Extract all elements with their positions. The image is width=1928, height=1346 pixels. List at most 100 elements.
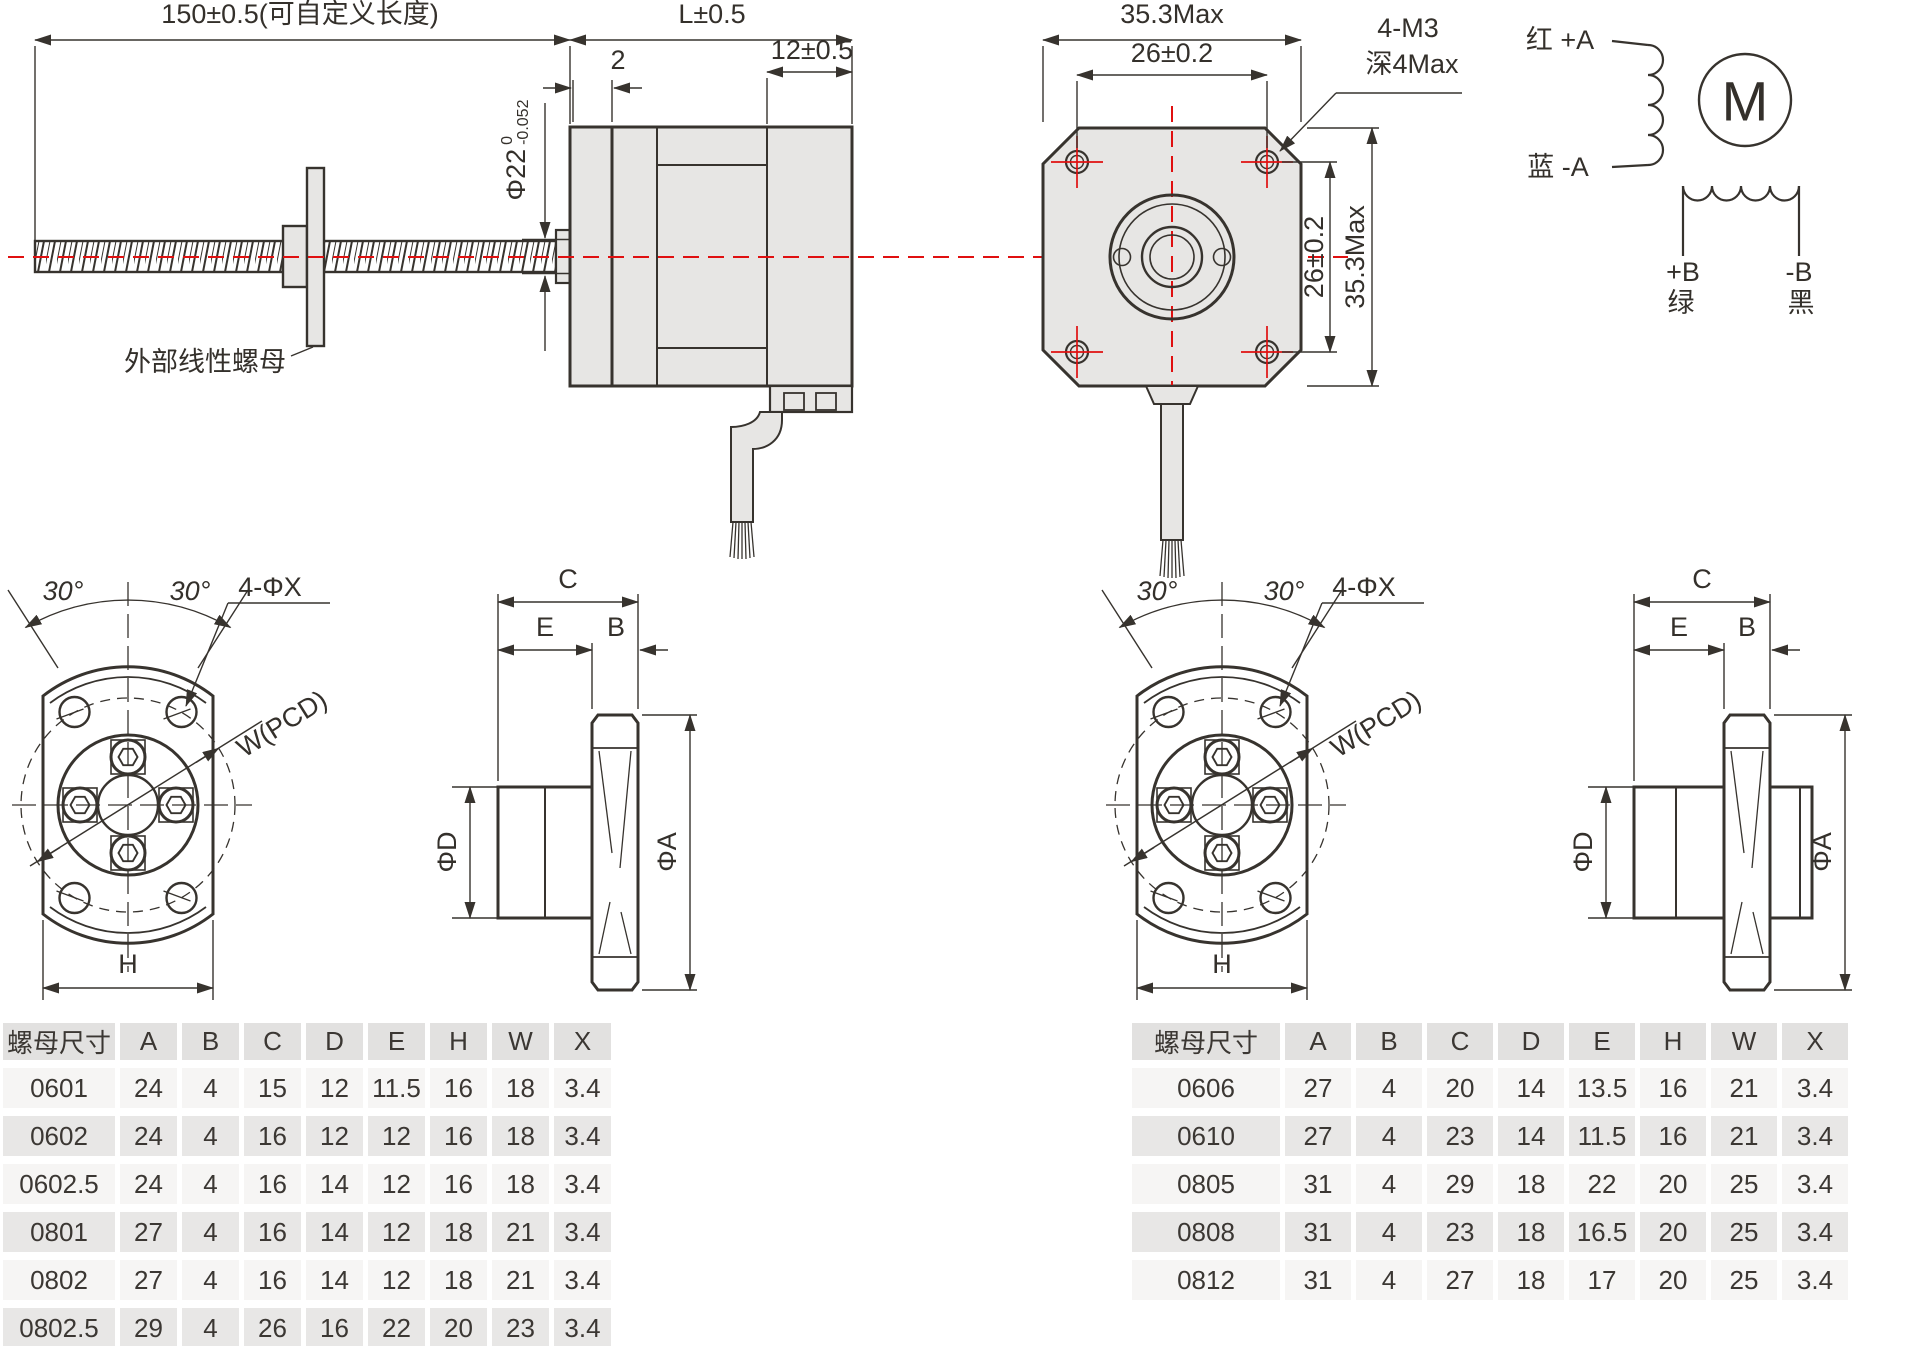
table-cell: 24 (120, 1164, 177, 1204)
table-cell: 16 (244, 1116, 301, 1156)
table-cell: 18 (492, 1116, 549, 1156)
flange-thk-dim-right: B (1737, 611, 1757, 642)
table-cell: 0802 (3, 1260, 115, 1300)
table-cell: 23 (1427, 1212, 1493, 1252)
table-cell: 4 (182, 1212, 239, 1252)
flange-nut-side-view-right (1588, 594, 1852, 992)
external-nut-callout: 外部线性螺母 (124, 346, 286, 377)
table-cell: 0602.5 (3, 1164, 115, 1204)
table-cell: 0808 (1132, 1212, 1280, 1252)
flange-nut-side-view-left (452, 594, 697, 992)
table-header-cell: A (1285, 1023, 1351, 1060)
table-cell: 3.4 (554, 1308, 611, 1346)
table-cell: 3.4 (554, 1164, 611, 1204)
table-cell: 25 (1711, 1164, 1777, 1204)
table-cell: 18 (492, 1164, 549, 1204)
table-cell: 0601 (3, 1068, 115, 1108)
table-cell: 0606 (1132, 1068, 1280, 1108)
body-len-dim-right: E (1669, 611, 1689, 642)
table-cell: 27 (1427, 1260, 1493, 1300)
phase-b-neg-label: -B (1785, 256, 1813, 287)
table-header-cell: X (554, 1023, 611, 1060)
table-cell: 31 (1285, 1164, 1351, 1204)
table-cell: 12 (368, 1164, 425, 1204)
hole-span-h-dim-label: 26±0.2 (1130, 37, 1214, 68)
screw-length-dim-label: 150±0.5(可自定义长度) (161, 0, 439, 29)
flange-thk-dim-left: B (606, 611, 626, 642)
table-cell: 4 (1356, 1068, 1422, 1108)
table-cell: 16 (244, 1260, 301, 1300)
table-cell: 12 (306, 1068, 363, 1108)
table-header-cell: C (244, 1023, 301, 1060)
table-cell: 3.4 (1782, 1212, 1848, 1252)
table-cell: 3.4 (554, 1116, 611, 1156)
table-header-cell: B (182, 1023, 239, 1060)
table-header-cell: D (1498, 1023, 1564, 1060)
angle-dim-left-1: 30° (42, 575, 84, 606)
table-cell: 29 (1427, 1164, 1493, 1204)
table-cell: 20 (1640, 1212, 1706, 1252)
table-cell: 12 (368, 1212, 425, 1252)
table-cell: 25 (1711, 1212, 1777, 1252)
length-dim-left: C (558, 563, 578, 594)
phase-b-pos-label: +B (1666, 256, 1700, 287)
screw-diameter-dim-label: Φ22 0-0.052 (499, 99, 532, 201)
table-cell: 3.4 (1782, 1068, 1848, 1108)
table-cell: 27 (120, 1212, 177, 1252)
leadscrew-side-view (33, 34, 854, 560)
length-dim-right: C (1692, 563, 1712, 594)
table-header-cell: 螺母尺寸 (1132, 1023, 1280, 1060)
table-cell: 16 (1640, 1116, 1706, 1156)
table-cell: 31 (1285, 1260, 1351, 1300)
table-cell: 18 (430, 1212, 487, 1252)
table-cell: 3.4 (1782, 1164, 1848, 1204)
table-header-cell: B (1356, 1023, 1422, 1060)
rear-section-dim-label: 12±0.5 (770, 34, 854, 65)
table-cell: 4 (182, 1116, 239, 1156)
table-cell: 0801 (3, 1212, 115, 1252)
table-cell: 0602 (3, 1116, 115, 1156)
flange-dia-dim-right: ΦA (1806, 832, 1837, 872)
table-cell: 23 (492, 1308, 549, 1346)
table-cell: 3.4 (1782, 1260, 1848, 1300)
table-cell: 16 (244, 1212, 301, 1252)
face-width-dim-label: 35.3Max (1120, 0, 1224, 29)
table-cell: 4 (182, 1308, 239, 1346)
table-cell: 18 (1498, 1260, 1564, 1300)
width-dim-left: H (118, 948, 138, 979)
hole-span-v-dim-label: 26±0.2 (1298, 215, 1329, 299)
table-cell: 16.5 (1569, 1212, 1635, 1252)
flange-dia-dim-left: ΦA (651, 832, 682, 872)
table-cell: 16 (244, 1164, 301, 1204)
table-header-cell: C (1427, 1023, 1493, 1060)
face-height-dim-label: 35.3Max (1339, 205, 1370, 309)
table-cell: 16 (430, 1068, 487, 1108)
table-cell: 14 (1498, 1116, 1564, 1156)
table-cell: 18 (492, 1068, 549, 1108)
phase-b-pos-color-label: 绿 (1667, 287, 1695, 318)
table-header-cell: X (1782, 1023, 1848, 1060)
table-cell: 22 (368, 1308, 425, 1346)
mount-holes-note-line2: 深4Max (1365, 48, 1459, 79)
screw-diameter-tolerance: 0-0.052 (499, 99, 532, 145)
table-cell: 14 (1498, 1068, 1564, 1108)
table-cell: 3.4 (554, 1068, 611, 1108)
angle-dim-right-1: 30° (1136, 575, 1178, 606)
table-header-cell: W (1711, 1023, 1777, 1060)
table-cell: 4 (182, 1164, 239, 1204)
table-cell: 27 (120, 1260, 177, 1300)
table-cell: 0812 (1132, 1260, 1280, 1300)
table-cell: 18 (1498, 1164, 1564, 1204)
table-header-cell: 螺母尺寸 (3, 1023, 115, 1060)
table-header-cell: D (306, 1023, 363, 1060)
table-cell: 12 (368, 1116, 425, 1156)
motor-front-view (1041, 34, 1462, 579)
table-cell: 13.5 (1569, 1068, 1635, 1108)
table-cell: 20 (430, 1308, 487, 1346)
table-cell: 11.5 (368, 1068, 425, 1108)
table-cell: 24 (120, 1068, 177, 1108)
table-cell: 3.4 (554, 1260, 611, 1300)
